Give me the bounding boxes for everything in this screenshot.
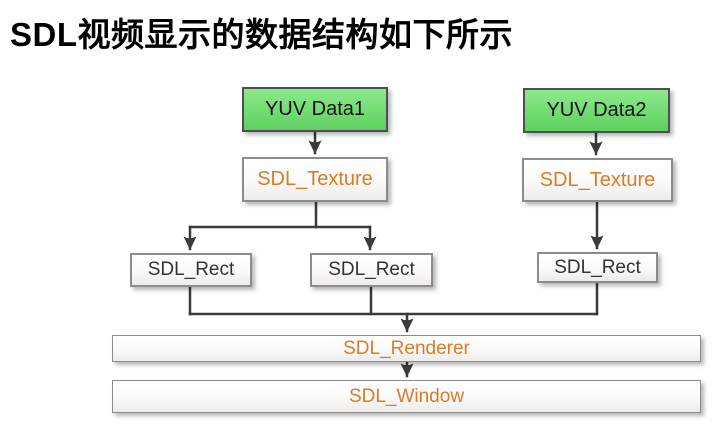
- node-sdl-rect-middle: SDL_Rect: [310, 253, 433, 287]
- node-yuv-data1: YUV Data1: [242, 87, 388, 132]
- node-sdl-rect-right: SDL_Rect: [537, 252, 658, 283]
- node-sdl-texture-left: SDL_Texture: [242, 157, 388, 202]
- node-sdl-window: SDL_Window: [112, 380, 701, 413]
- node-sdl-texture-right: SDL_Texture: [522, 158, 673, 202]
- node-sdl-renderer: SDL_Renderer: [112, 335, 701, 362]
- page-title: SDL视频显示的数据结构如下所示: [10, 16, 513, 53]
- node-yuv-data2: YUV Data2: [523, 88, 670, 133]
- node-sdl-rect-left: SDL_Rect: [130, 253, 252, 287]
